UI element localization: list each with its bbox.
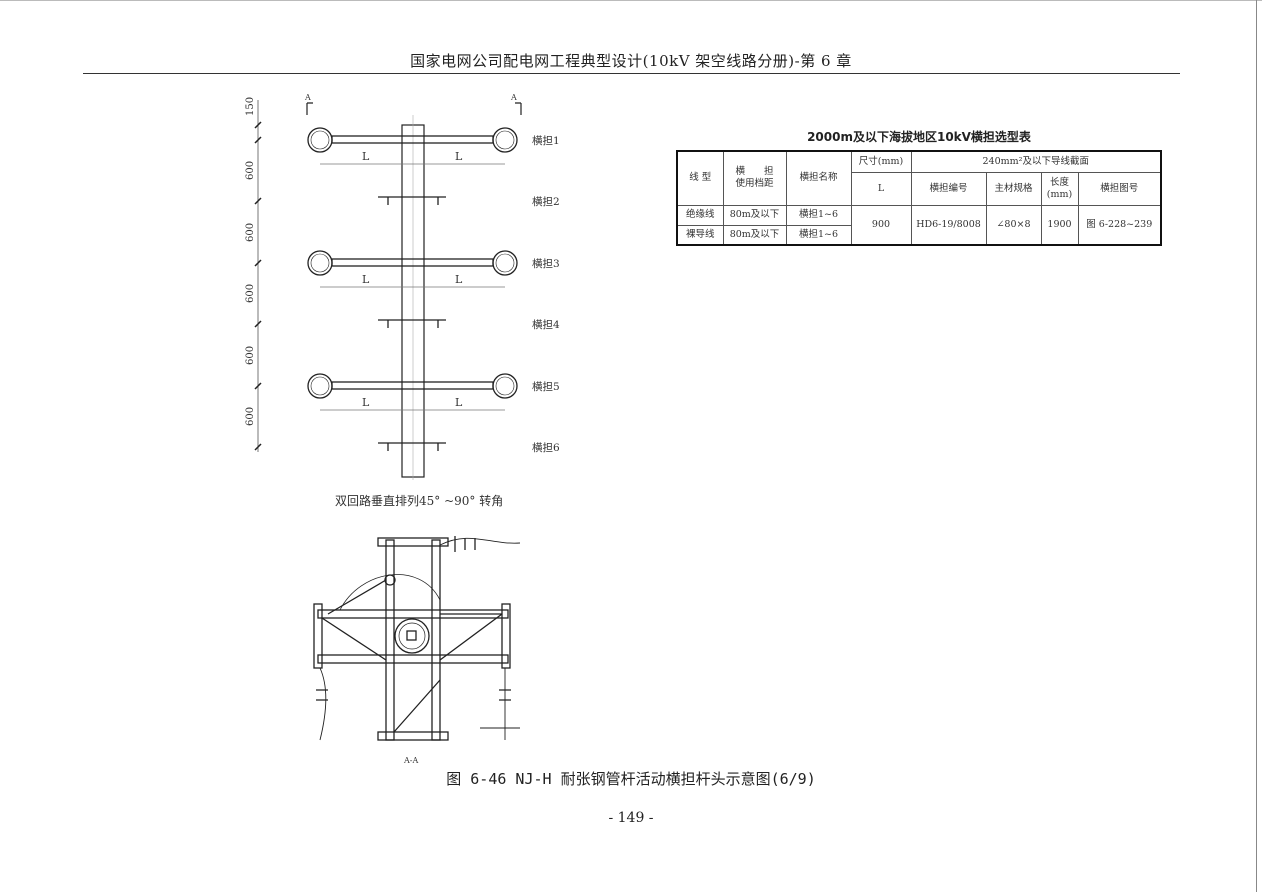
header-material: 主材规格: [985, 171, 1042, 206]
cell-L: 900: [850, 204, 912, 246]
crossarm-2: [378, 196, 446, 205]
cell-span: 80m及以下: [722, 224, 787, 246]
cell-length: 1900: [1040, 204, 1079, 246]
page-border-right: [1256, 0, 1257, 892]
dim-label: 150: [245, 97, 256, 116]
cell-name: 横担1~6: [785, 204, 852, 226]
span-labels: L L L L L L: [362, 150, 463, 409]
header-title: 国家电网公司配电网工程典型设计(10kV 架空线路分册)-第 6 章: [410, 52, 852, 70]
cell-name: 横担1~6: [785, 224, 852, 246]
elevation-caption: 双回路垂直排列45° ~90° 转角: [335, 493, 503, 508]
dim-label: 600: [245, 346, 256, 365]
span-label: L: [362, 273, 370, 286]
crossarm-label: 横担6: [532, 441, 560, 454]
table-title: 2000m及以下海拔地区10kV横担选型表: [807, 130, 1031, 144]
table-row: 绝缘线 80m及以下 横担1~6 900 HD6-19/8008 ∠80×8 1…: [676, 204, 1162, 246]
span-label: L: [455, 150, 463, 163]
crossarm-4: [378, 319, 446, 328]
double-crossarms: [307, 127, 518, 451]
dim-label: 600: [245, 223, 256, 242]
crossarm-labels: 横担1 横担2 横担3 横担4 横担5 横担6: [532, 134, 560, 454]
cell-material: ∠80×8: [985, 204, 1042, 246]
crossarm-label: 横担4: [532, 318, 560, 331]
cell-drawing: 图 6-228~239: [1077, 204, 1162, 246]
span-label: L: [362, 396, 370, 409]
section-mark-right: A: [510, 93, 517, 102]
header-code: 横担编号: [910, 171, 987, 206]
elevation-drawing: A A 150 600 600 600 600 600 L L L L L L …: [245, 93, 560, 765]
crossarm-3: [307, 250, 518, 276]
header-name: 横担名称: [785, 150, 852, 206]
crossarm-label: 横担5: [532, 380, 560, 393]
header-length: 长度(mm): [1040, 171, 1079, 206]
crossarm-label: 横担1: [532, 134, 560, 147]
cell-code: HD6-19/8008: [910, 204, 987, 246]
dim-label: 600: [245, 407, 256, 426]
header-L: L: [850, 171, 912, 206]
crossarm-label: 横担3: [532, 257, 560, 270]
section-view-drawing: [313, 536, 521, 741]
span-label: L: [455, 396, 463, 409]
page-number: - 149 -: [608, 810, 654, 826]
header-line-type: 线 型: [676, 150, 724, 206]
cell-span: 80m及以下: [722, 204, 787, 226]
crossarm-5: [307, 373, 518, 399]
header-section: 240mm²及以下导线截面: [910, 150, 1162, 173]
crossarm-label: 横担2: [532, 195, 560, 208]
crossarm-1: [307, 127, 518, 153]
dim-label: 600: [245, 284, 256, 303]
span-label: L: [362, 150, 370, 163]
crossarm-6: [378, 442, 446, 451]
span-label: L: [455, 273, 463, 286]
dim-label: 600: [245, 161, 256, 180]
header-drawing: 横担图号: [1077, 171, 1162, 206]
table-row: 裸导线 80m及以下 横担1~6: [676, 224, 1161, 246]
dimension-labels: 150 600 600 600 600 600: [245, 97, 256, 426]
header-size: 尺寸(mm): [850, 150, 912, 173]
figure-caption: 图 6-46 NJ-H 耐张钢管杆活动横担杆头示意图(6/9): [446, 770, 816, 788]
page-border-top: [0, 0, 1262, 1]
section-view-label: A-A: [403, 756, 418, 765]
header-rule: [83, 73, 1180, 74]
crossarm-selection-table: 线 型 横 担 使用档距 横担名称 尺寸(mm) 240mm²及以下导线截面 L…: [676, 150, 1162, 246]
section-mark-left: A: [304, 93, 311, 102]
cell-line-type: 绝缘线: [676, 204, 724, 226]
cell-line-type: 裸导线: [676, 224, 724, 246]
header-span: 横 担 使用档距: [722, 150, 787, 206]
